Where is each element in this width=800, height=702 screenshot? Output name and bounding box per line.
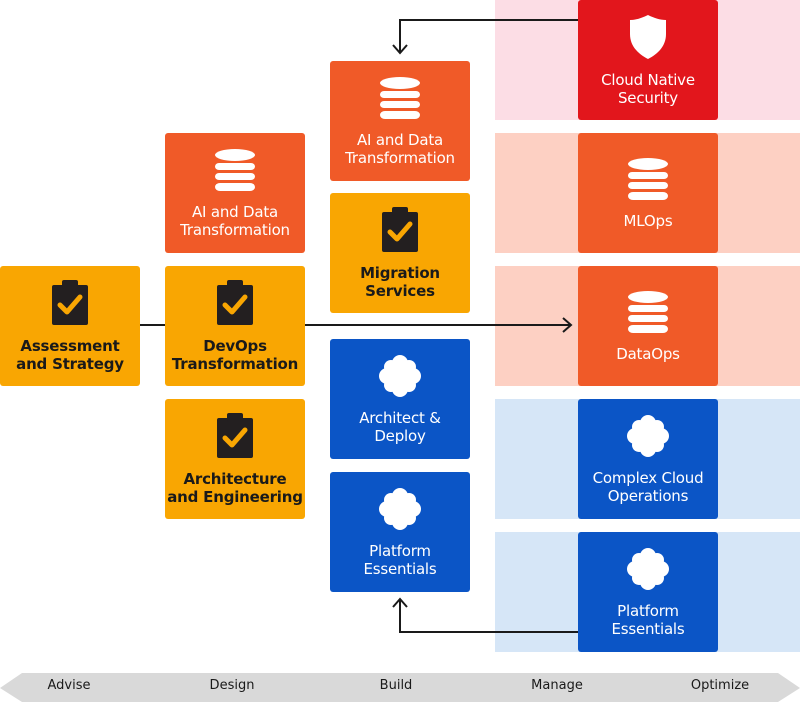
cloud-icon	[378, 354, 422, 403]
clipboard-check-icon	[215, 279, 255, 331]
box-devops-transformation: DevOps Transformation	[165, 266, 305, 386]
stage-advise: Advise	[47, 678, 91, 693]
box-label: Platform Essentials	[363, 541, 437, 578]
box-complex-cloud-operations: Complex Cloud Operations	[578, 399, 718, 519]
database-icon	[626, 157, 670, 206]
database-icon	[378, 76, 422, 125]
cloud-icon	[626, 547, 670, 596]
box-label: Architect & Deploy	[359, 408, 441, 445]
box-optimize-platform-essentials: Platform Essentials	[578, 532, 718, 652]
arrowhead-ai-data	[392, 44, 408, 55]
box-build-ai-data: AI and Data Transformation	[330, 61, 470, 181]
box-label: DevOps Transformation	[171, 336, 299, 373]
connector-security-ai-data	[399, 19, 578, 52]
shield-icon	[628, 14, 668, 65]
stage-optimize: Optimize	[690, 678, 750, 693]
arrowhead-platform	[392, 597, 408, 608]
clipboard-check-icon	[50, 279, 90, 331]
box-architecture-engineering: Architecture and Engineering	[165, 399, 305, 519]
cloud-icon	[626, 414, 670, 463]
box-label: Complex Cloud Operations	[592, 468, 704, 505]
database-icon	[213, 148, 257, 197]
clipboard-check-icon	[215, 412, 255, 464]
box-mlops: MLOps	[578, 133, 718, 253]
box-label: Platform Essentials	[611, 601, 685, 638]
stage-bar	[0, 673, 800, 702]
stage-manage: Manage	[531, 678, 583, 693]
box-label: DataOps	[616, 344, 680, 363]
box-cloud-native-security: Cloud Native Security	[578, 0, 718, 120]
box-architect-deploy: Architect & Deploy	[330, 339, 470, 459]
stage-design: Design	[209, 678, 255, 693]
arrowhead-dataops	[562, 317, 573, 333]
database-icon	[626, 290, 670, 339]
stage-build: Build	[379, 678, 413, 693]
clipboard-check-icon	[380, 206, 420, 258]
box-build-platform-essentials: Platform Essentials	[330, 472, 470, 592]
box-design-ai-data: AI and Data Transformation	[165, 133, 305, 253]
box-label: AI and Data Transformation	[345, 130, 455, 167]
box-label: AI and Data Transformation	[180, 202, 290, 239]
box-label: Assessment and Strategy	[16, 336, 124, 373]
box-migration-services: Migration Services	[330, 193, 470, 313]
cloud-icon	[378, 487, 422, 536]
box-label: MLOps	[623, 211, 673, 230]
box-label: Architecture and Engineering	[167, 469, 303, 506]
box-label: Migration Services	[360, 263, 440, 300]
box-label: Cloud Native Security	[601, 70, 695, 107]
box-assessment-strategy: Assessment and Strategy	[0, 266, 140, 386]
connector-platform-platform	[399, 600, 578, 633]
box-dataops: DataOps	[578, 266, 718, 386]
